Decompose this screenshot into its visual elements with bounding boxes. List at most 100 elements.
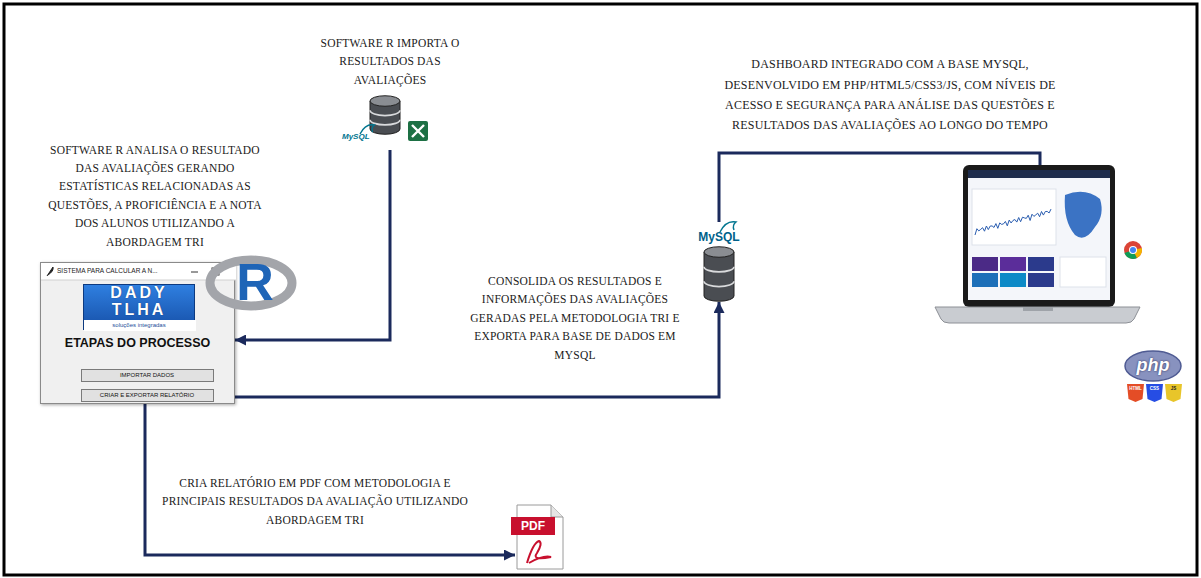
pdf-fold <box>551 505 563 517</box>
chrome-center <box>1130 247 1136 253</box>
process-button: IMPORTAR DADOS <box>81 369 214 382</box>
excel-icon <box>408 121 428 141</box>
database-cylinder-band <box>370 110 400 115</box>
company-logo-text: DADY <box>84 284 194 302</box>
php-logo: php <box>1124 350 1182 382</box>
minimize-control <box>191 272 198 273</box>
text-slot: DASHBOARD INTEGRADO COM A BASE MYSQL, DE… <box>720 54 1060 135</box>
text-slot: IMPORTAR DADOS <box>82 371 213 380</box>
database-cylinder <box>704 252 734 301</box>
database-cylinder-top <box>370 96 400 107</box>
dashboard-topbar <box>968 170 1110 178</box>
database-cylinder-band <box>370 120 400 125</box>
chrome-icon <box>1124 241 1142 259</box>
flow-connector <box>235 150 390 340</box>
text-slot: TLHA <box>84 301 194 319</box>
dashboard-tile <box>1000 257 1026 271</box>
table-panel <box>1060 257 1106 287</box>
chrome-ring <box>1129 246 1137 254</box>
dashboard-tile <box>1028 257 1054 271</box>
database-cylinder-band <box>704 281 734 286</box>
laptop-base <box>935 307 1140 323</box>
company-logo: DADYTLHAsoluções integradas <box>83 284 195 330</box>
logo-band <box>84 320 196 331</box>
database-icon: SOFTWARE R IMPORTA O RESULTADOS DAS AVAL… <box>340 95 440 150</box>
laptop-screen <box>968 170 1110 300</box>
outer-frame <box>4 4 1197 575</box>
text-slot: SOFTWARE R ANALISA O RESULTADO DAS AVALI… <box>39 141 271 251</box>
database-icon-text: MySQL <box>690 230 748 244</box>
edge-label-slot: CONSOLIDA OS RESULTADOS E INFORMAÇÕES DA… <box>455 272 695 364</box>
app-window-text: SOFTWARE R ANALISA O RESULTADO DAS AVALI… <box>39 141 271 251</box>
js-shield <box>1165 384 1182 402</box>
acrobat-swirl <box>527 541 551 563</box>
feather-icon <box>47 267 53 276</box>
database-icon-text: MySQL <box>342 132 370 141</box>
js-logo-text: JS <box>1165 384 1182 393</box>
pdf-icon: PDF <box>515 505 565 569</box>
dashboard-tile <box>972 257 998 271</box>
dashboard-laptop-art <box>935 165 1140 323</box>
css3-logo: CSS <box>1146 384 1163 402</box>
title-bar <box>41 263 236 280</box>
text-slot: SISTEMA PARA CALCULAR A N... <box>57 267 158 274</box>
css3-shield <box>1146 384 1163 402</box>
company-logo-text: soluções integradas <box>84 320 194 330</box>
pdf-band <box>511 517 555 535</box>
app-window: DADYTLHAsoluções integradasIMPORTAR DADO… <box>40 262 235 404</box>
dashboard-laptop: DASHBOARD INTEGRADO COM A BASE MYSQL, DE… <box>935 165 1140 323</box>
html5-logo-text: HTML <box>1127 384 1144 393</box>
text-slot: SOFTWARE R IMPORTA O RESULTADOS DAS AVAL… <box>315 34 465 89</box>
text-slot: CRIAR E EXPORTAR RELATÓRIO <box>82 391 213 400</box>
database-icon-text: SOFTWARE R IMPORTA O RESULTADOS DAS AVAL… <box>315 34 465 89</box>
laptop-bezel <box>963 165 1115 307</box>
app-window-text: ETAPAS DO PROCESSO <box>41 336 234 350</box>
process-button: CRIAR E EXPORTAR RELATÓRIO <box>81 389 214 402</box>
chart-line <box>975 209 1051 235</box>
map-shape <box>1065 192 1102 238</box>
php-logo <box>1125 351 1181 381</box>
database-cylinder-top <box>704 247 734 258</box>
connector-group <box>145 150 1040 555</box>
company-logo-text: TLHA <box>84 301 194 319</box>
r-logo-text: R <box>205 250 297 314</box>
flow-connector <box>719 153 1040 222</box>
dashboard-tile <box>972 273 998 287</box>
html5-logo: HTML <box>1127 384 1144 402</box>
process-button-text: CRIAR E EXPORTAR RELATÓRIO <box>82 391 213 400</box>
text-slot: MySQL <box>342 132 370 141</box>
html5-shield <box>1127 384 1144 402</box>
text-slot: soluções integradas <box>84 320 194 330</box>
chrome-green <box>1125 250 1138 259</box>
database-cylinder-band <box>704 267 734 272</box>
dashboard-tile <box>1000 273 1026 287</box>
dashboard-tile <box>1028 273 1054 287</box>
maximize-control <box>212 268 219 275</box>
pdf-icon-text: PDF <box>511 517 555 535</box>
database-icon: MySQL <box>690 222 748 302</box>
chart-panel <box>972 189 1056 245</box>
excel-mark <box>412 125 424 137</box>
chrome-yellow <box>1133 248 1142 258</box>
laptop-notch <box>1023 307 1053 311</box>
database-cylinder <box>370 101 400 134</box>
php-logo-text: php <box>1124 350 1182 381</box>
process-button-text: IMPORTAR DADOS <box>82 371 213 380</box>
edge-label: CONSOLIDA OS RESULTADOS E INFORMAÇÕES DA… <box>455 272 695 364</box>
title-bar-rule <box>41 280 236 281</box>
text-slot: ETAPAS DO PROCESSO <box>41 336 234 350</box>
edge-label-slot: CRIA RELATÓRIO EM PDF COM METODOLOGIA E … <box>160 474 470 529</box>
text-slot: DADY <box>84 284 194 302</box>
database-icon-art <box>340 95 440 150</box>
css3-logo-text: CSS <box>1146 384 1163 393</box>
edge-label: CRIA RELATÓRIO EM PDF COM METODOLOGIA E … <box>160 474 470 529</box>
dashboard-laptop-text: DASHBOARD INTEGRADO COM A BASE MYSQL, DE… <box>720 54 1060 135</box>
r-logo: R <box>205 250 297 314</box>
js-logo: JS <box>1165 384 1182 402</box>
pdf-page <box>517 505 563 569</box>
text-slot: PDF <box>511 517 555 535</box>
app-window-text: SISTEMA PARA CALCULAR A N... <box>57 267 158 274</box>
flow-connector <box>145 404 515 555</box>
